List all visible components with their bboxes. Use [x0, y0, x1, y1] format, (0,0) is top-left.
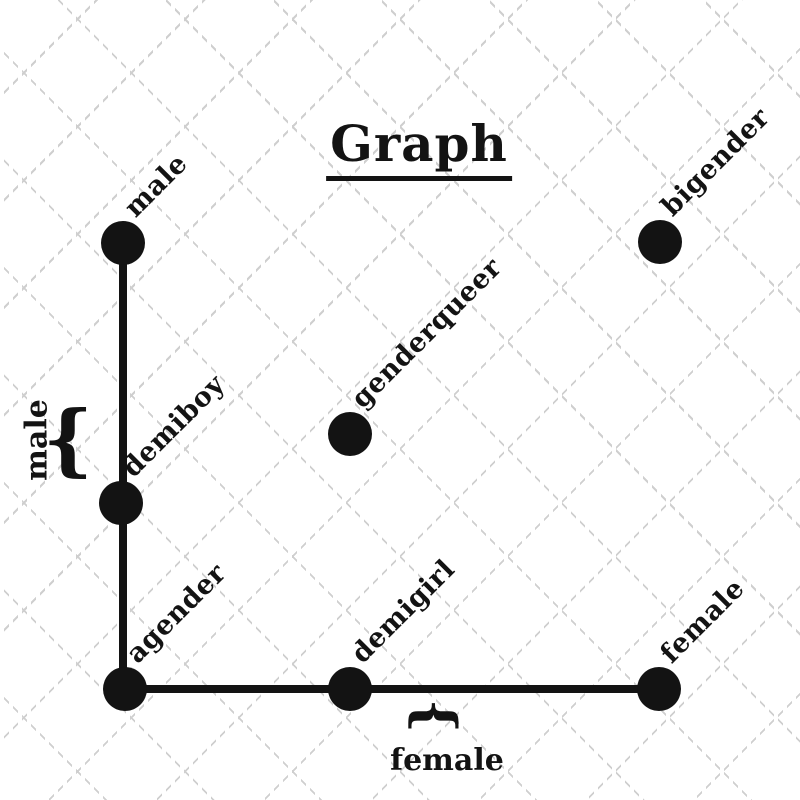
node-demigirl [328, 667, 372, 711]
node-label-demiboy: demiboy [116, 368, 232, 484]
node-female [637, 667, 681, 711]
left-axis-brace-icon: { [42, 394, 94, 485]
node-agender [103, 667, 147, 711]
node-label-male: male [118, 148, 194, 224]
bottom-axis-brace-icon: { [404, 698, 468, 734]
graph-title: Graph [326, 114, 512, 181]
left-axis-label: male [19, 399, 55, 481]
node-male [101, 221, 145, 265]
node-label-demigirl: demigirl [345, 553, 462, 670]
node-label-genderqueer: genderqueer [345, 252, 508, 415]
node-genderqueer [328, 412, 372, 456]
edge-agender-female [123, 685, 660, 693]
node-bigender [638, 220, 682, 264]
node-label-bigender: bigender [655, 102, 776, 223]
node-label-agender: agender [120, 557, 233, 670]
node-demiboy [99, 481, 143, 525]
edge-male-agender [119, 243, 127, 690]
bottom-axis-label: female [390, 743, 504, 778]
node-label-female: female [654, 573, 751, 670]
